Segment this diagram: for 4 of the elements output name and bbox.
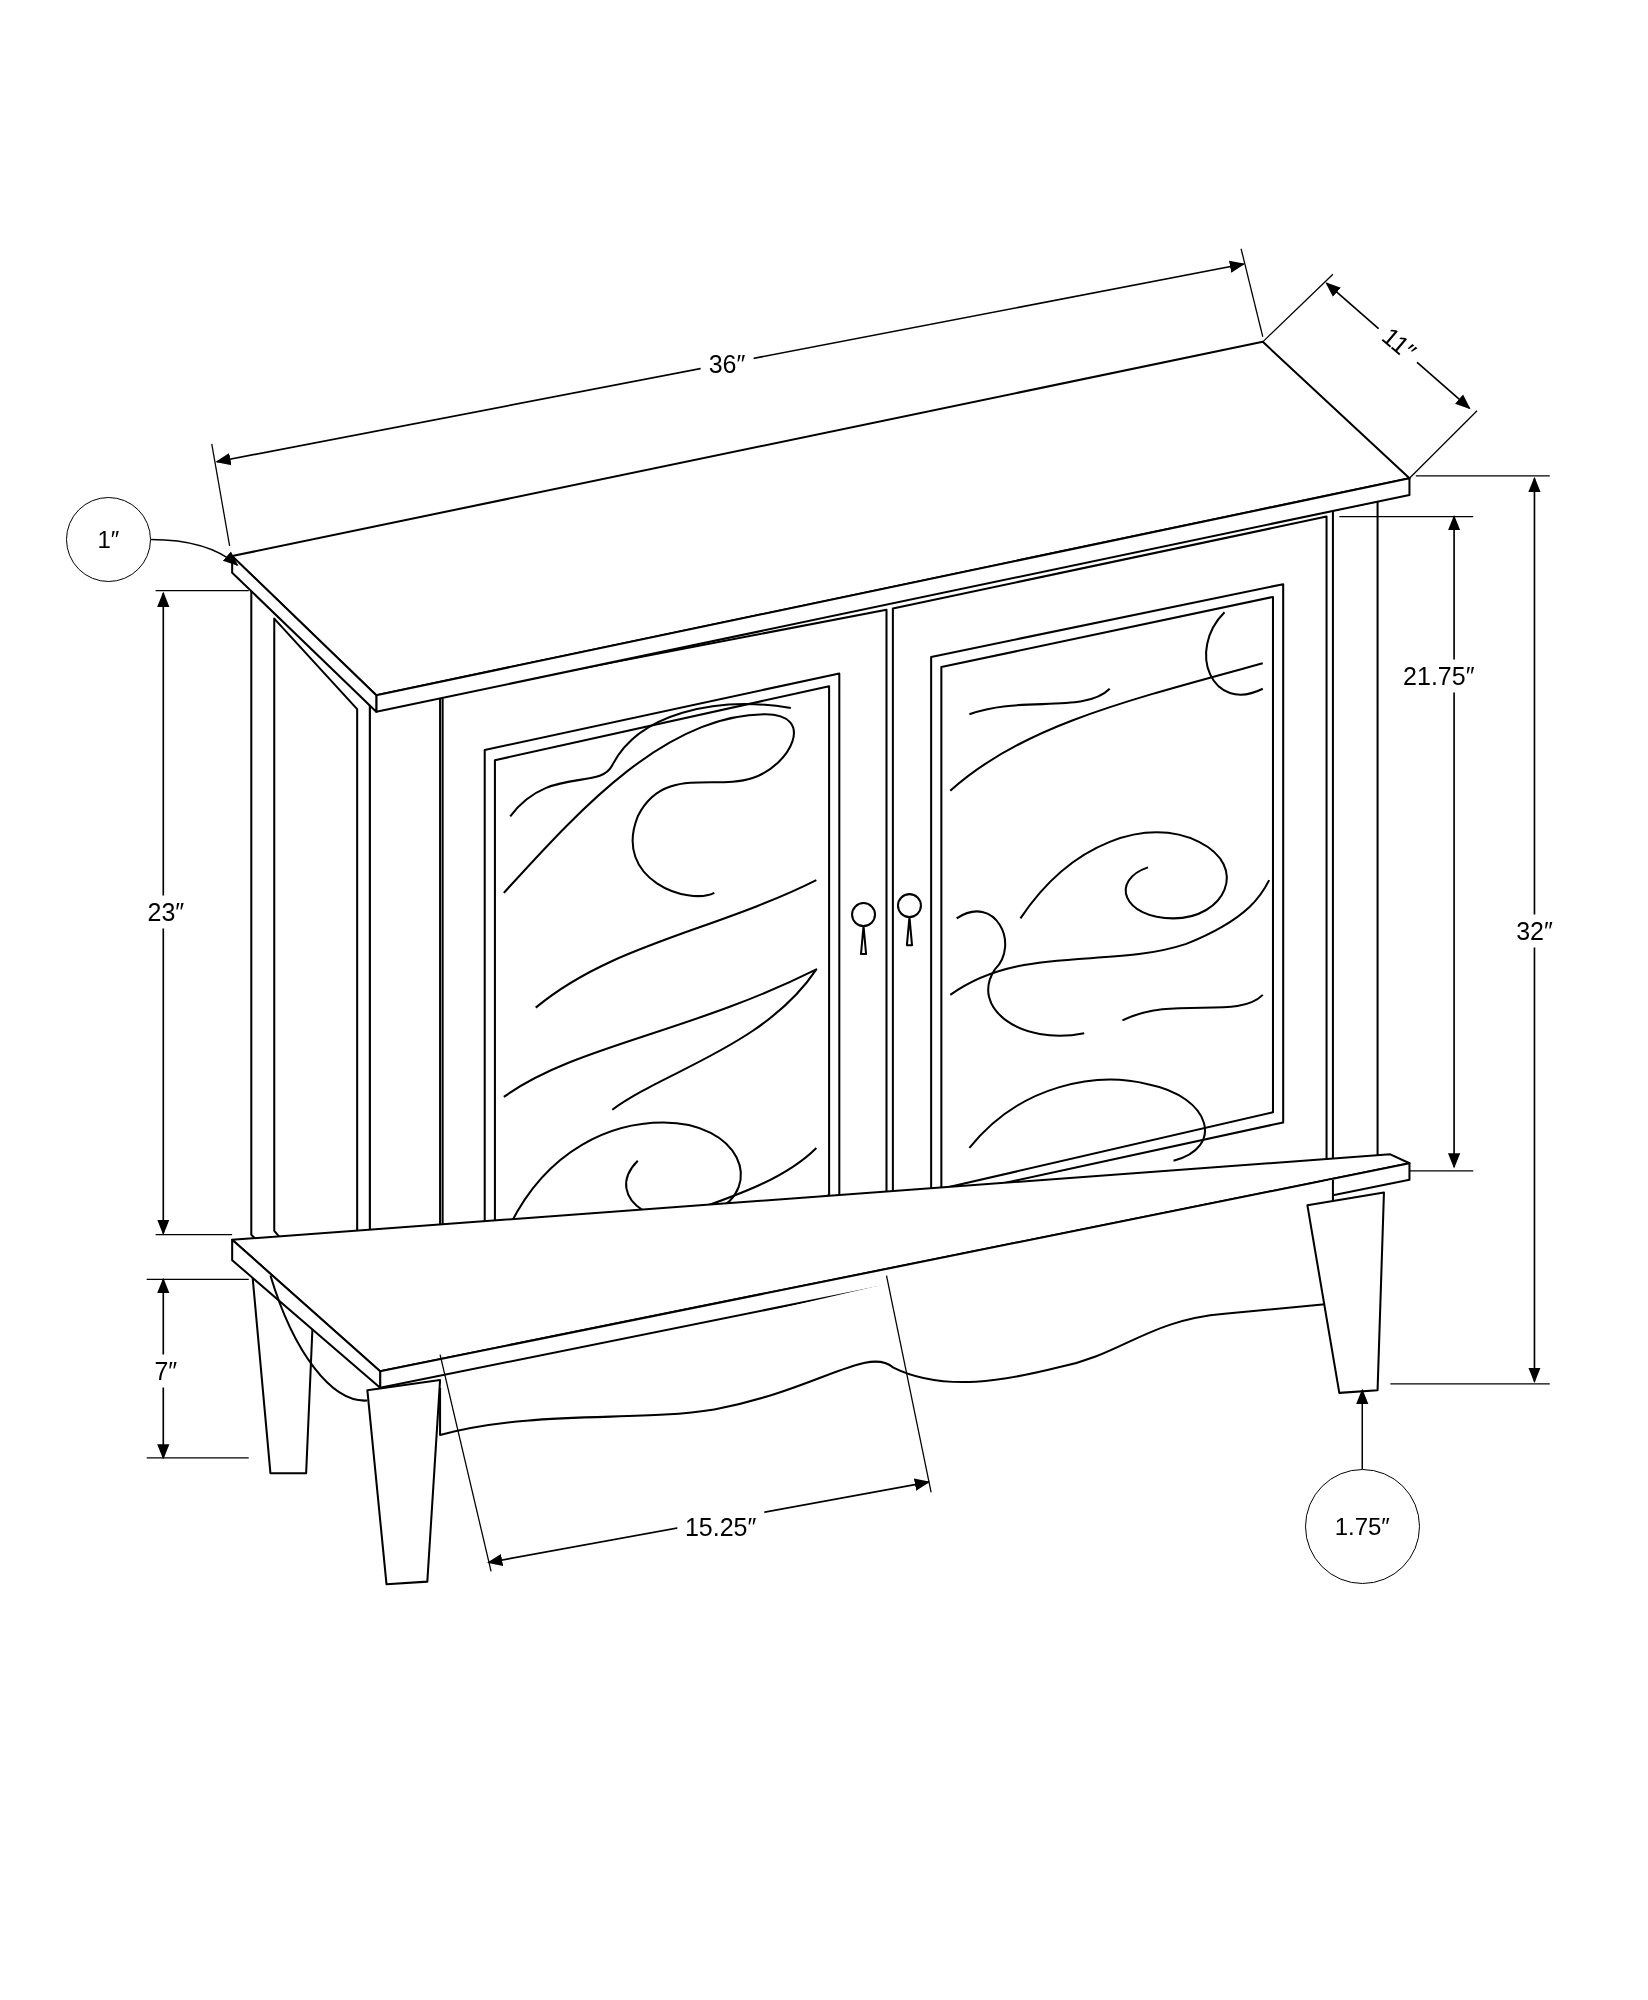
callout-text: 1″ [97, 527, 120, 552]
leader-line [1356, 1388, 1369, 1471]
callout-text: 1.75″ [1334, 1514, 1390, 1539]
leader-line [149, 538, 239, 566]
